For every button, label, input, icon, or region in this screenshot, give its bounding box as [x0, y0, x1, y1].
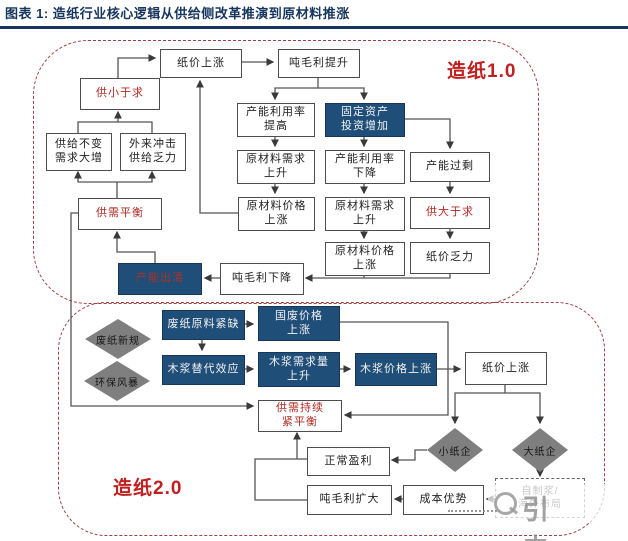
connector	[70, 212, 255, 410]
watermark-dotted-line	[448, 510, 500, 512]
connector	[113, 230, 156, 263]
node-capacity-utilization-up: 产能利用率 提高	[237, 103, 315, 137]
connector	[117, 54, 157, 78]
node-waste-paper-shortage: 废纸原料紧缺	[162, 310, 245, 340]
region-paper-1.0	[33, 40, 539, 304]
node-supply-over-demand: 供大于求	[410, 197, 490, 229]
node-paper-price-rise-1: 纸价上涨	[160, 49, 242, 78]
node-raw-material-demand-up-1: 原材料需求 上升	[237, 150, 315, 184]
node-domestic-waste-price-up: 国废价格 上涨	[258, 306, 340, 341]
node-supply-flat-demand-surge: 供给不变 需求大增	[46, 133, 112, 171]
node-external-shock-weak-supply: 外来冲击 供给乏力	[120, 133, 186, 171]
region-label-1.0: 造纸1.0	[447, 61, 517, 82]
node-pulp-demand-up: 木浆需求量 上升	[258, 352, 340, 387]
region-paper-2.0	[58, 302, 605, 536]
node-fixed-asset-investment-up: 固定资产 投资增加	[325, 103, 405, 137]
node-supply-below-demand: 供小于求	[80, 78, 160, 110]
node-supply-demand-balance: 供需平衡	[78, 198, 162, 230]
connector	[304, 272, 451, 282]
connector	[318, 87, 368, 101]
connector	[118, 121, 153, 133]
node-ton-profit-expand: 吨毛利扩大	[307, 485, 392, 515]
node-paper-price-rise-2: 纸价上涨	[465, 352, 547, 385]
node-raw-material-price-up-1: 原材料价格 上涨	[238, 197, 315, 231]
connector	[117, 170, 156, 183]
node-paper-price-weak: 纸价乏力	[410, 242, 490, 274]
connector	[390, 449, 427, 464]
node-capacity-utilization-down: 产能利用率 下降	[325, 150, 405, 184]
figure-header: 图表 1: 造纸行业核心逻辑从供给侧改革推演到原材料推涨	[0, 0, 628, 29]
node-capacity-clearing: 产能出清	[118, 263, 202, 295]
node-normal-profit: 正常盈利	[307, 447, 390, 476]
connector	[196, 79, 238, 214]
node-tight-balance: 供需持续 紧平衡	[258, 400, 342, 432]
watermark-text: 引未来网	[522, 495, 551, 541]
node-raw-material-demand-up-2: 原材料需求 上升	[325, 197, 405, 231]
figure-title: 图表 1: 造纸行业核心逻辑从供给侧改革推演到原材料推涨	[5, 6, 350, 21]
connector	[254, 458, 307, 501]
connector	[77, 110, 122, 133]
node-ton-profit-rise: 吨毛利提升	[278, 49, 360, 78]
node-ton-profit-down: 吨毛利下降	[220, 263, 304, 295]
connector	[338, 321, 449, 419]
node-pulp-substitution-effect: 木浆替代效应	[162, 355, 245, 385]
connector	[74, 170, 118, 198]
connector	[505, 392, 544, 425]
node-pulp-price-up: 木浆价格上涨	[355, 353, 437, 386]
node-overcapacity: 产能过剩	[410, 152, 490, 182]
connector	[271, 76, 319, 101]
region-label-2.0: 造纸2.0	[113, 478, 183, 499]
node-raw-material-price-up-2: 原材料价格 上涨	[325, 242, 405, 276]
connector	[403, 118, 454, 150]
connector	[451, 383, 506, 425]
